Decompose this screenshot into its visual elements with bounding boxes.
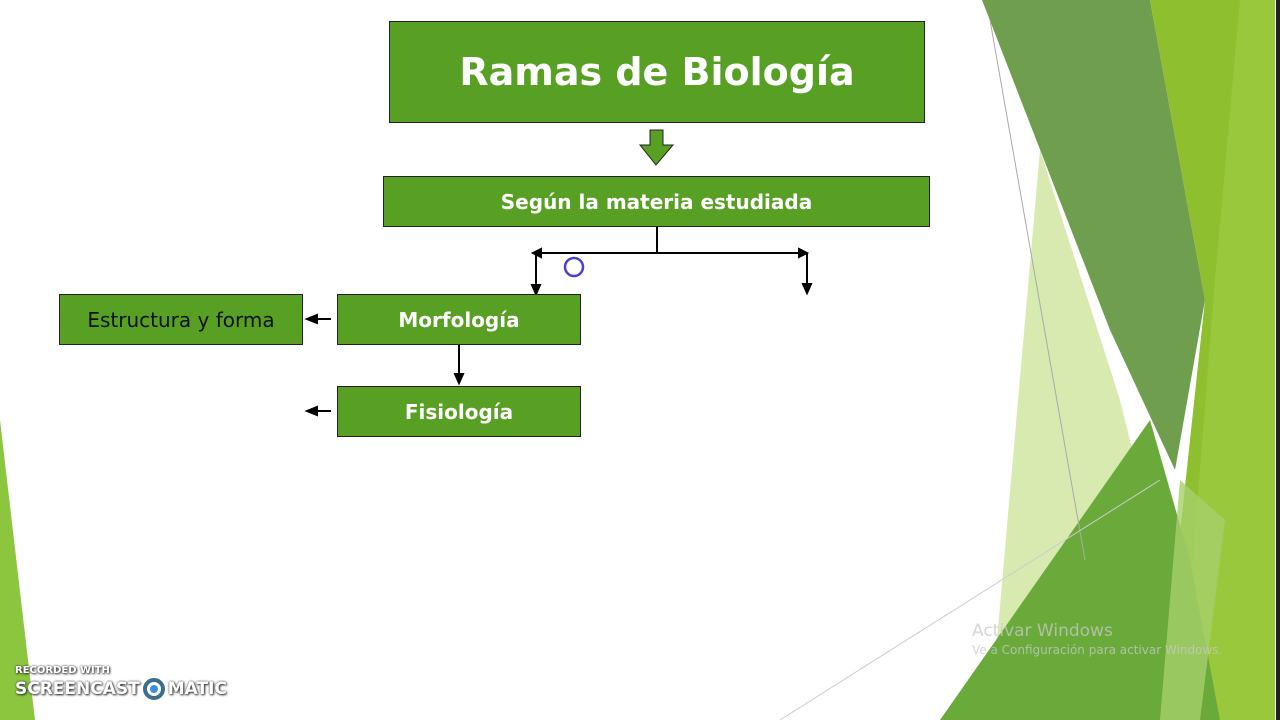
morfologia-label: Morfología xyxy=(398,307,520,332)
morfologia-box: Morfología xyxy=(337,294,581,345)
activation-watermark-title: Activar Windows xyxy=(972,621,1113,641)
title-box: Ramas de Biología xyxy=(389,21,925,123)
recorder-circle-icon xyxy=(142,678,165,700)
subtitle-box: Según la materia estudiada xyxy=(383,176,930,227)
recorder-logo: RECORDED WITH SCREENCAST MATIC xyxy=(15,665,227,700)
slide-title: Ramas de Biología xyxy=(459,50,855,94)
cursor-indicator xyxy=(563,256,585,278)
fisiologia-label: Fisiología xyxy=(404,399,514,424)
fisiologia-box: Fisiología xyxy=(337,386,581,437)
slide-subtitle: Según la materia estudiada xyxy=(500,189,813,214)
recorder-right-text: MATIC xyxy=(167,679,227,699)
estructura-box: Estructura y forma xyxy=(59,294,303,345)
recorder-left-text: SCREENCAST xyxy=(15,679,140,699)
estructura-label: Estructura y forma xyxy=(87,307,275,332)
activation-watermark-text: Ve a Configuración para activar Windows. xyxy=(972,643,1223,657)
recorder-top-text: RECORDED WITH xyxy=(15,665,110,676)
